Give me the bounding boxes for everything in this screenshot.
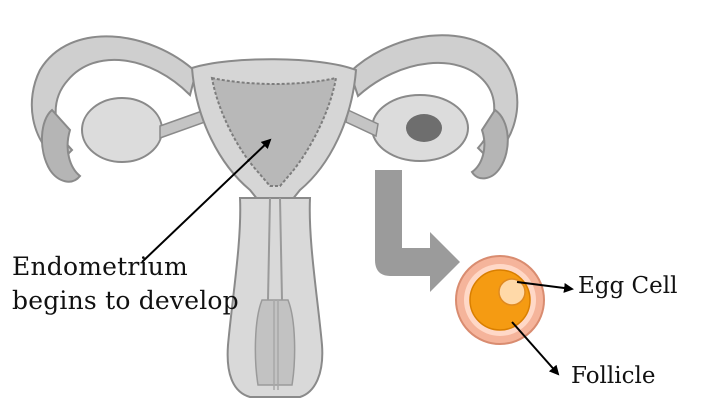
left-fimbriae — [42, 110, 80, 182]
follicle-pointer — [512, 322, 558, 374]
endometrium-label-line2: begins to develop — [12, 288, 239, 313]
endometrium-label-line1: Endometrium — [12, 254, 188, 279]
right-ovary-follicle — [406, 114, 442, 142]
egg-cell-label: Egg Cell — [578, 275, 677, 298]
flow-arrow — [375, 170, 460, 292]
vaginal-tissue — [255, 300, 294, 385]
follicle-label: Follicle — [571, 365, 655, 388]
right-fimbriae — [472, 110, 508, 178]
left-ovary — [82, 98, 162, 162]
left-ovarian-ligament — [160, 110, 205, 138]
right-ovarian-ligament — [346, 110, 378, 136]
